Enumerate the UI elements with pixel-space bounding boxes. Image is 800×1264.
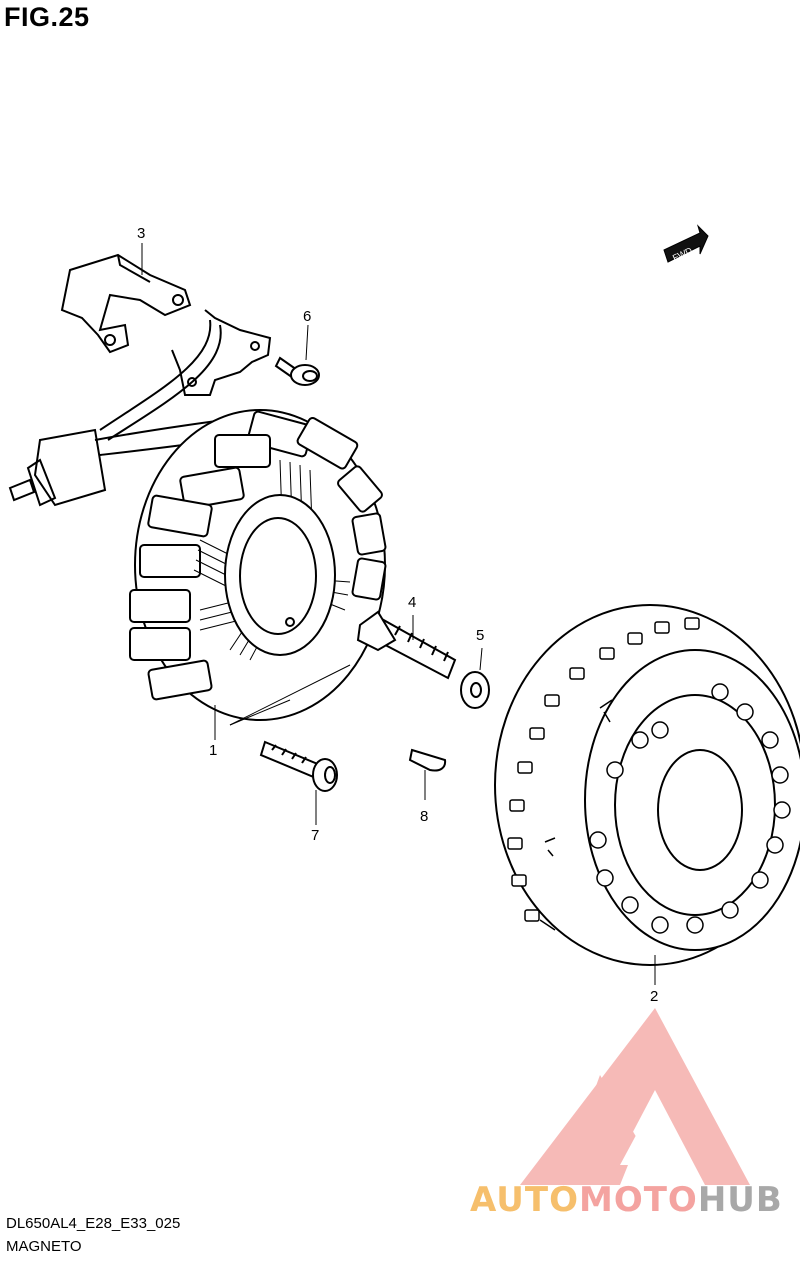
callout-6: 6 xyxy=(303,308,312,325)
figure-title: FIG.25 xyxy=(4,2,90,32)
callout-5: 5 xyxy=(476,627,485,644)
watermark-wordmark: AUTOMOTOHUB xyxy=(470,1180,783,1220)
rotor-bolt-part xyxy=(356,610,457,680)
diagram-code: DL650AL4_E28_E33_025 xyxy=(6,1215,181,1232)
bracket-part xyxy=(60,253,192,354)
bracket-screw-part xyxy=(274,356,320,386)
watermark-moto: MOTO xyxy=(578,1180,698,1220)
wiring-harness xyxy=(8,309,276,507)
callout-3: 3 xyxy=(137,225,146,242)
callout-4: 4 xyxy=(408,594,417,611)
watermark-hub: HUB xyxy=(697,1180,783,1220)
stator-part xyxy=(129,409,387,721)
watermark-logo-icon xyxy=(520,1008,750,1185)
watermark-auto: AUTO xyxy=(470,1180,579,1220)
fwd-arrow-icon: FWD xyxy=(663,224,709,263)
key-part xyxy=(408,748,447,772)
rotor-part xyxy=(494,604,800,966)
callout-8: 8 xyxy=(420,808,429,825)
diagram-name: MAGNETO xyxy=(6,1238,82,1255)
callout-7: 7 xyxy=(311,827,320,844)
callout-2: 2 xyxy=(650,988,659,1005)
stator-screw-part xyxy=(259,740,338,792)
callout-1: 1 xyxy=(209,742,218,759)
washer-part xyxy=(460,671,490,709)
